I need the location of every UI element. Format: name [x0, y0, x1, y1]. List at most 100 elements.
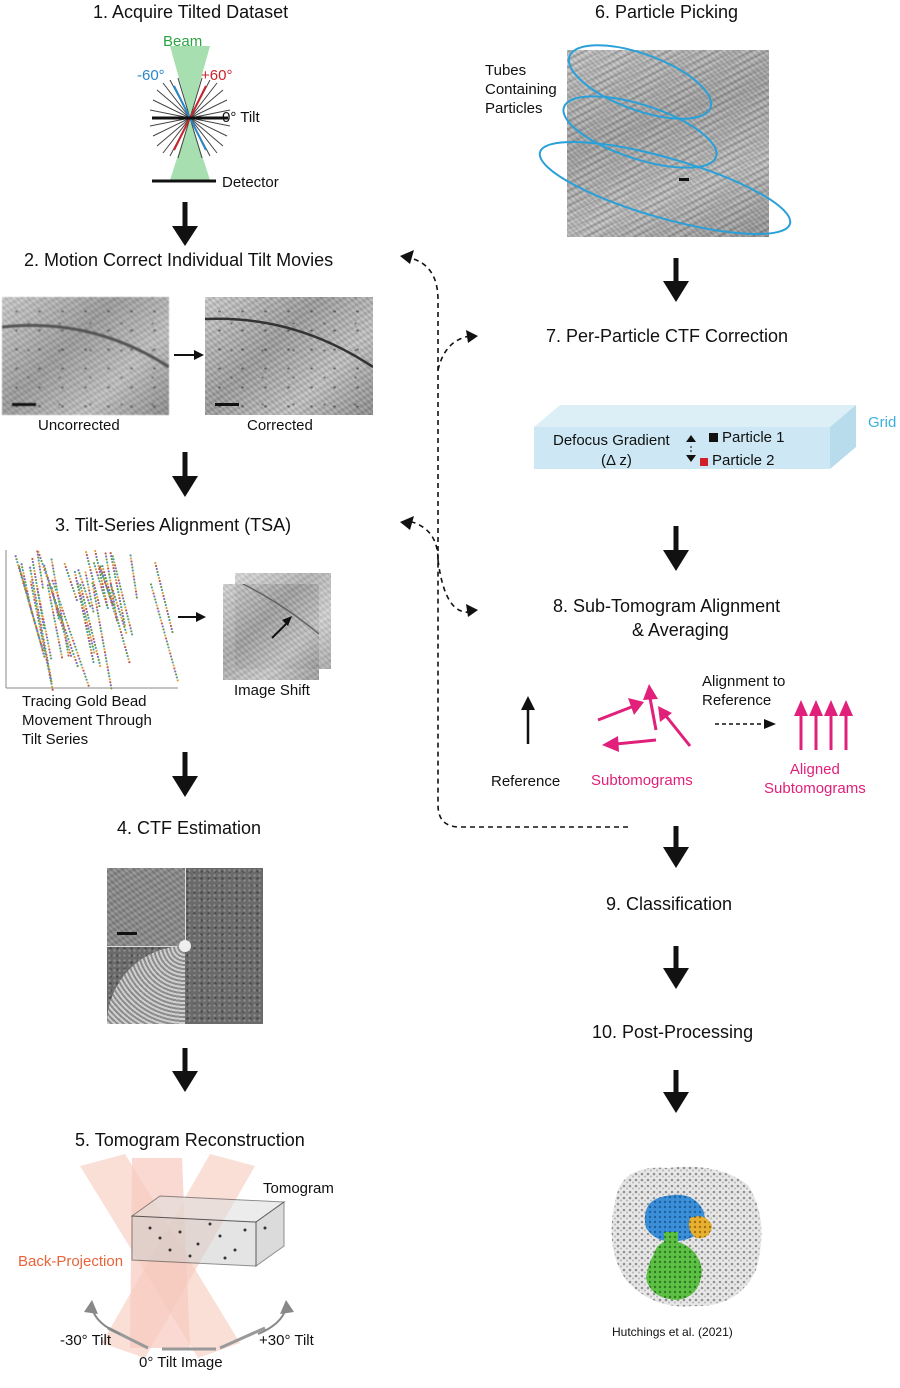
bead-trace-point	[106, 561, 109, 564]
bead-trace-point	[91, 634, 94, 637]
bead-trace-point	[101, 582, 104, 586]
back-projection-label: Back-Projection	[18, 1253, 124, 1270]
bead-trace-point	[51, 590, 54, 593]
bead-trace-point	[96, 652, 99, 655]
bead-trace-point	[40, 634, 43, 637]
bead-trace-point	[38, 599, 41, 603]
bead-trace-point	[166, 609, 169, 613]
bead-trace-point	[88, 589, 91, 592]
bead-trace-point	[88, 619, 91, 622]
bead-trace-point	[102, 585, 105, 589]
bead-trace-point	[163, 631, 166, 634]
bead-trace-point	[49, 599, 52, 602]
bead-trace-point	[58, 606, 62, 609]
bead-trace-point	[68, 630, 72, 633]
bead-trace-point	[47, 590, 51, 593]
bead-trace-point	[128, 660, 131, 664]
bead-trace-point	[68, 640, 71, 644]
bead-trace-point	[81, 666, 84, 669]
particle-2-marker	[700, 458, 708, 466]
bead-trace-point	[111, 591, 114, 594]
bead-trace-point	[105, 663, 109, 666]
bead-trace-point	[89, 598, 93, 601]
bead-trace-point	[154, 561, 157, 565]
bead-trace-point	[88, 633, 92, 636]
bead-trace-point	[98, 604, 101, 608]
bead-trace-point	[72, 639, 75, 642]
bead-trace-point	[105, 660, 108, 663]
bead-trace-point	[170, 658, 173, 661]
bead-trace-point	[116, 573, 119, 576]
bead-trace-point	[52, 596, 56, 599]
bead-trace-point	[34, 578, 38, 582]
bead-trace-point	[117, 621, 120, 625]
bead-trace-point	[51, 579, 54, 582]
bead-trace-point	[35, 627, 38, 630]
bead-trace-point	[48, 582, 51, 585]
step-7-title: 7. Per-Particle CTF Correction	[546, 326, 789, 346]
bead-trace-point	[110, 599, 113, 602]
bead-trace-point	[33, 621, 36, 624]
bead-trace-point	[118, 596, 121, 600]
bead-trace-point	[108, 675, 111, 678]
bead-trace-point	[52, 570, 55, 573]
bead-trace-point	[47, 587, 50, 590]
bead-trace-point	[38, 565, 41, 568]
bead-trace-point	[60, 606, 63, 609]
bead-trace-point	[29, 569, 32, 572]
bead-trace-point	[56, 614, 60, 617]
bead-trace-point	[91, 607, 94, 610]
bead-trace-point	[89, 625, 92, 628]
bead-trace-point	[70, 583, 73, 587]
bead-trace-point	[123, 642, 126, 646]
orange-density	[688, 1216, 712, 1239]
tubes-label-line-2: Containing	[485, 81, 557, 98]
bead-trace-point	[113, 603, 116, 606]
bead-trace-point	[73, 642, 76, 645]
bead-trace-point	[107, 567, 110, 570]
bead-trace-point	[72, 652, 75, 656]
bead-trace-point	[118, 582, 121, 585]
ctf-micrograph-inset	[107, 868, 186, 947]
bead-trace-point	[98, 661, 101, 664]
bead-trace-point	[79, 583, 82, 586]
bead-trace-point	[41, 586, 44, 589]
bead-trace-point	[95, 603, 98, 606]
bead-trace-point	[39, 605, 42, 609]
bead-trace-point	[62, 612, 65, 615]
scale-bar	[12, 403, 36, 406]
bead-trace-point	[50, 682, 53, 685]
bead-trace-point	[31, 557, 34, 561]
bead-trace-point	[28, 599, 31, 602]
bead-trace-point	[36, 553, 39, 556]
feedback-dashed-arrows	[409, 257, 628, 828]
bead-trace-point	[125, 651, 128, 655]
bead-trace-point	[111, 594, 114, 597]
bead-trace-point	[121, 636, 124, 640]
bead-trace-point	[119, 630, 123, 634]
bead-trace-point	[81, 581, 84, 584]
bead-trace-point	[91, 654, 94, 658]
bead-trace-point	[88, 565, 91, 569]
bead-trace-point	[68, 577, 71, 581]
bead-trace-point	[164, 634, 167, 637]
bead-trace-point	[111, 602, 114, 605]
bead-trace-point	[164, 603, 167, 607]
arrow-trace-to-shift	[178, 612, 206, 622]
bead-trace-point	[60, 621, 63, 624]
bead-trace-point	[107, 672, 110, 675]
bead-trace-point	[105, 579, 108, 583]
bead-trace-point	[38, 568, 42, 571]
bead-trace-point	[46, 664, 49, 667]
bead-trace-point	[32, 587, 36, 590]
bead-trace-point	[117, 590, 120, 594]
bead-trace-point	[61, 618, 64, 621]
bead-trace-point	[118, 610, 121, 613]
bead-trace-point	[100, 633, 103, 636]
bead-trace-point	[130, 563, 134, 566]
bead-trace-point	[160, 588, 164, 592]
bead-trace-point	[44, 570, 48, 573]
bead-trace-point	[166, 643, 169, 646]
bead-trace-point	[69, 580, 72, 584]
bead-trace-point	[169, 621, 172, 625]
